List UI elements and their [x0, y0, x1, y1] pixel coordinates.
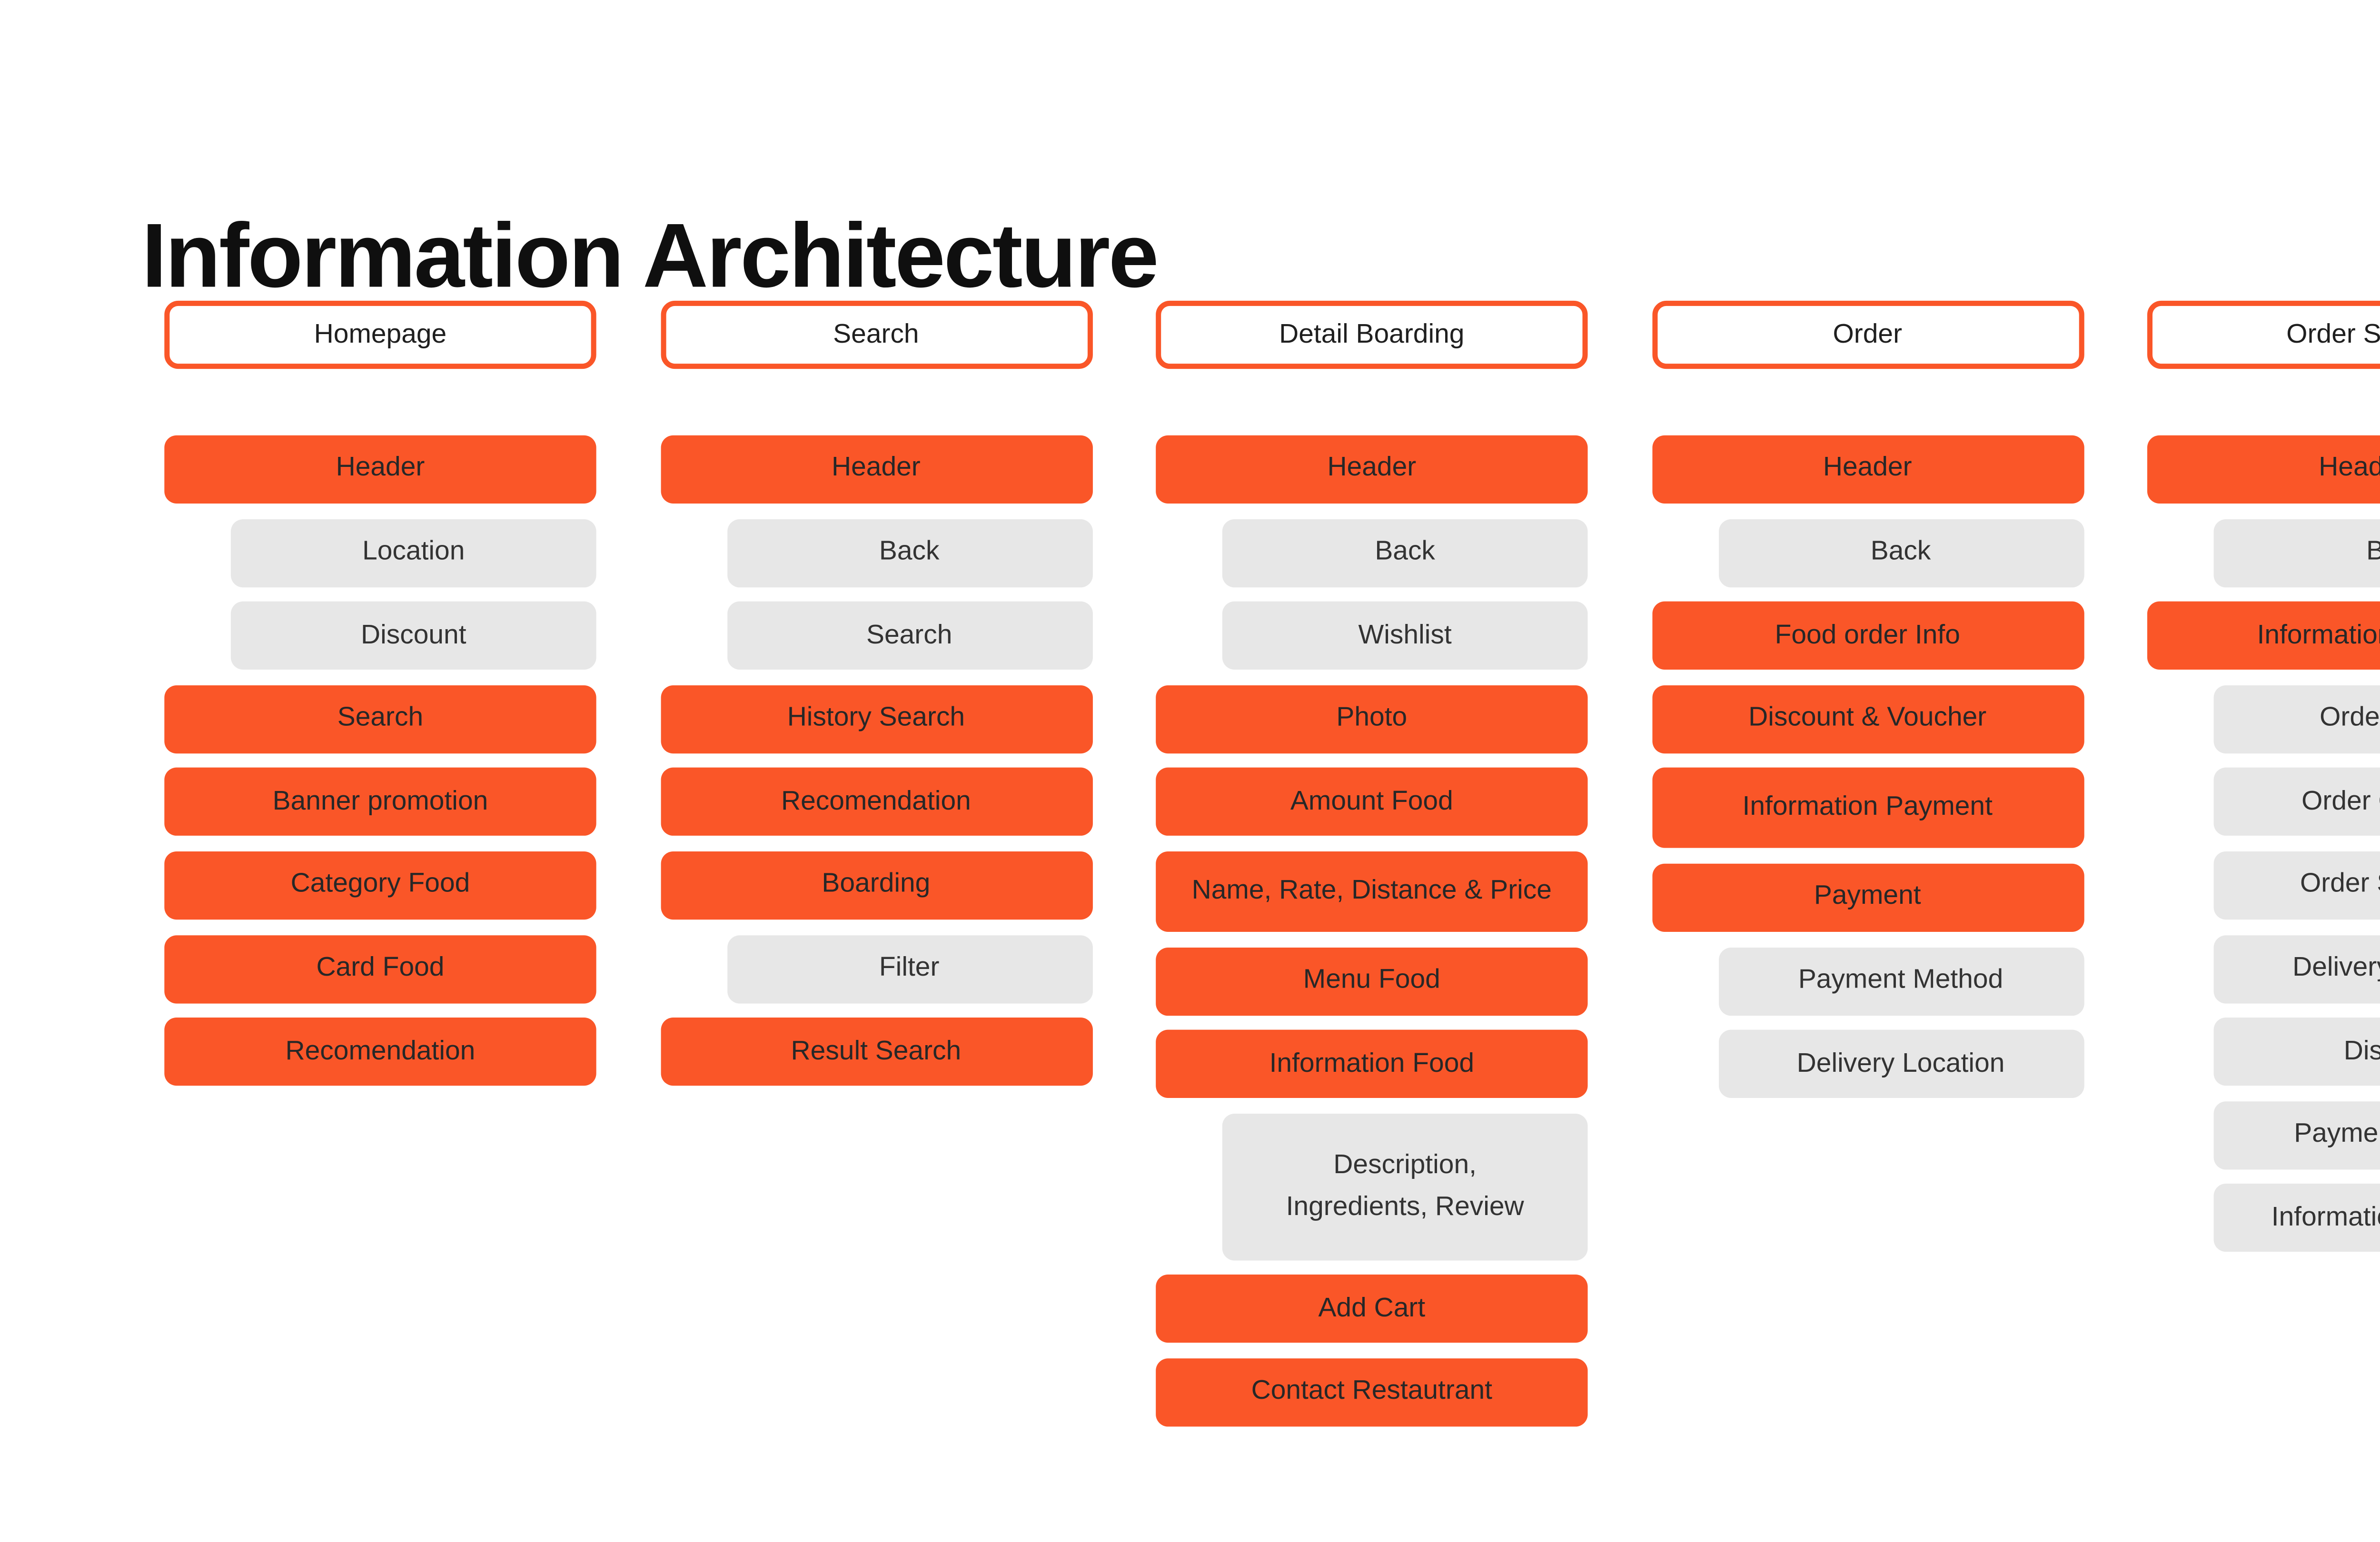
column-header-order-status: Order Status: [2147, 300, 2380, 369]
flow-box-menu-food: Menu Food: [1156, 947, 1588, 1015]
flow-box-payment-method: Payment Method: [2213, 1101, 2380, 1169]
flow-box-banner-promotion: Banner promotion: [164, 768, 596, 837]
flow-box-back: Back: [1222, 518, 1588, 587]
flow-box-recomendation: Recomendation: [660, 768, 1092, 837]
flow-box-order-summary: Order Summary: [2213, 851, 2380, 920]
flow-box-information-payment: Information Payment: [2213, 1184, 2380, 1253]
flow-box-delivery-location: Delivery Location: [1718, 1030, 2083, 1098]
flow-box-header: Header: [1156, 435, 1588, 504]
flow-box-history-search: History Search: [660, 685, 1092, 753]
flow-box-back: Back: [726, 518, 1092, 587]
column-header-search: Search: [660, 300, 1092, 369]
flow-box-header: Header: [2147, 435, 2380, 504]
flow-box-order-overview: Order Overview: [2213, 768, 2380, 837]
flow-box-wishlist: Wishlist: [1222, 602, 1588, 670]
column-header-detail-boarding: Detail Boarding: [1156, 300, 1588, 369]
page-title: Information Architecture: [141, 206, 1159, 307]
flow-box-back: Back: [2213, 518, 2380, 587]
flow-box-information-payment: Information Payment: [1651, 768, 2083, 849]
flow-box-contact-restautrant: Contact Restautrant: [1156, 1358, 1588, 1427]
flow-box-information-food: Information Food: [1156, 1030, 1588, 1098]
flow-box-discount: Discount: [230, 602, 596, 670]
flow-box-payment: Payment: [1651, 863, 2083, 932]
flow-box-header: Header: [1651, 435, 2083, 504]
flow-box-filter: Filter: [726, 934, 1092, 1003]
flow-box-photo: Photo: [1156, 685, 1588, 753]
column-header-homepage: Homepage: [164, 300, 596, 369]
column-header-order: Order: [1651, 300, 2083, 369]
flow-box-header: Header: [164, 435, 596, 504]
flow-box-header: Header: [660, 435, 1092, 504]
flow-box-search: Search: [726, 602, 1092, 670]
ia-column-order-status: Order Status HeaderBackInformation Order…: [2147, 300, 2380, 1426]
flow-box-boarding: Boarding: [660, 851, 1092, 920]
flow-box-search: Search: [164, 685, 596, 753]
flow-box-name-rate-distance-price: Name, Rate, Distance & Price: [1156, 851, 1588, 932]
flow-box-discount-voucher: Discount & Voucher: [1651, 685, 2083, 753]
flow-box-recomendation: Recomendation: [164, 1018, 596, 1086]
flow-box-payment-method: Payment Method: [1718, 947, 2083, 1015]
flow-box-order-status: Order Status: [2213, 685, 2380, 753]
flow-box-category-food: Category Food: [164, 851, 596, 920]
flow-box-card-food: Card Food: [164, 934, 596, 1003]
flow-box-add-cart: Add Cart: [1156, 1275, 1588, 1344]
flow-box-back: Back: [1718, 518, 2083, 587]
flow-box-result-search: Result Search: [660, 1018, 1092, 1086]
flow-box-description-ingredients-review: Description, Ingredients, Review: [1222, 1113, 1588, 1260]
flow-box-location: Location: [230, 518, 596, 587]
flow-box-discount: Discount: [2213, 1018, 2380, 1086]
flow-box-delivery-location: Delivery Location: [2213, 934, 2380, 1003]
flow-box-amount-food: Amount Food: [1156, 768, 1588, 837]
flow-box-information-order: Information Order: [2147, 602, 2380, 670]
flow-box-food-order-info: Food order Info: [1651, 602, 2083, 670]
